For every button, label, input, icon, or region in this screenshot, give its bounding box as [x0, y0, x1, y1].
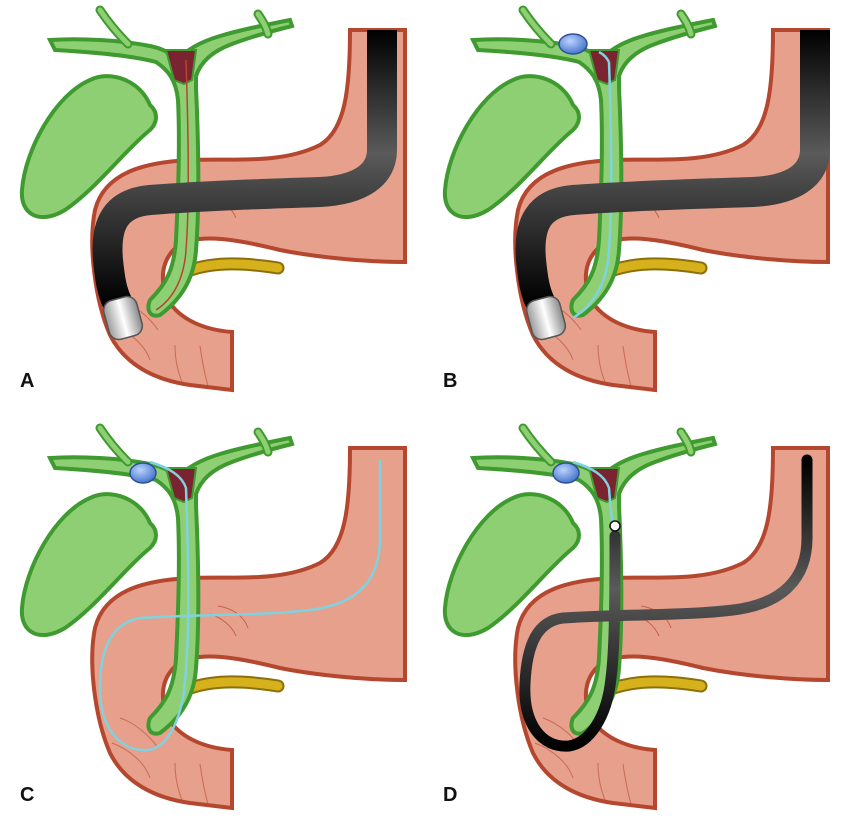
panel-b: B — [423, 0, 846, 417]
panel-label: A — [20, 370, 34, 393]
panel-label: C — [20, 784, 34, 807]
balloon — [130, 463, 156, 483]
panel-c-illustration — [0, 418, 423, 835]
panel-a-illustration — [0, 0, 423, 417]
panel-b-illustration — [423, 0, 846, 417]
balloon — [553, 463, 579, 483]
panel-label: B — [443, 370, 457, 393]
panel-c: C — [0, 418, 423, 835]
cholangioscope-tip — [610, 521, 620, 531]
panel-a: A — [0, 0, 423, 417]
panel-label: D — [443, 784, 457, 807]
balloon — [559, 34, 587, 54]
panel-d-illustration — [423, 418, 846, 835]
panel-d: D — [423, 418, 846, 835]
